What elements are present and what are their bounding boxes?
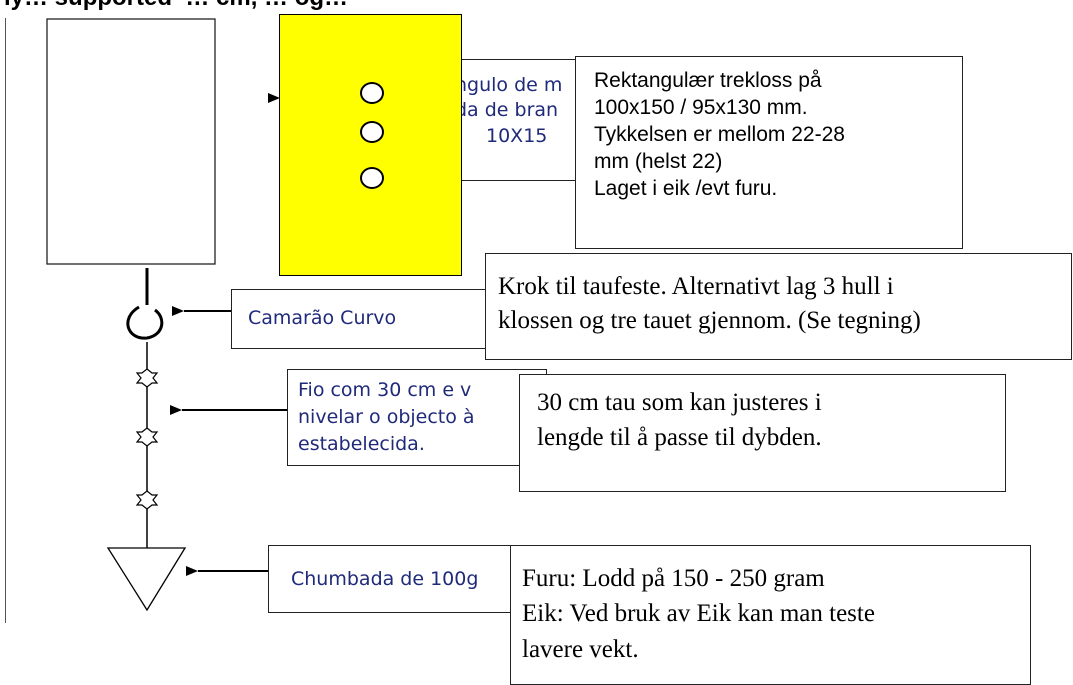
block-hole-1	[360, 82, 384, 104]
no-line-note	[519, 374, 1006, 492]
wood-block-shape	[46, 18, 216, 265]
no-weight-note-line-1: Furu: Lodd på 150 - 250 gram	[522, 565, 825, 592]
pt-block-label-line-1: ngulo de m	[455, 74, 563, 96]
no-weight-note	[510, 545, 1031, 685]
pt-hook-label-box	[231, 289, 491, 349]
no-block-note	[575, 56, 963, 249]
pt-line-label-box: Fio com 30 cm e v nivelar o objecto à es…	[287, 369, 547, 466]
no-block-note-line-3: Tykkelsen er mellom 22-28	[594, 123, 845, 146]
pt-weight-label-box: Chumbada de 100g	[268, 545, 518, 613]
weight-triangle	[106, 547, 187, 612]
pt-block-label-line-3: 10X15	[486, 125, 548, 147]
pt-line-label-line-3: estabelecida.	[298, 433, 425, 455]
no-line-note-line-2: lengde til å passe til dybden.	[537, 424, 822, 451]
pt-block-label-line-2: da de bran	[455, 99, 559, 121]
no-weight-note-line-2: Eik: Ved bruk av Eik kan man teste	[522, 600, 875, 627]
pt-block-label-box	[440, 59, 580, 181]
no-block-note-line-5: Laget i eik /evt furu.	[594, 177, 778, 200]
pt-weight-label: Chumbada de 100g	[291, 568, 479, 590]
pt-line-label-line-1: Fio com 30 cm e v	[298, 379, 472, 401]
pt-hook-label: Camarão Curvo	[248, 307, 397, 329]
chain-link-1	[135, 368, 159, 388]
no-block-note-line-2: 100x150 / 95x130 mm.	[594, 96, 808, 119]
no-hook-note	[485, 253, 1072, 360]
cut-title: ly… supported … cm, … og…	[4, 0, 348, 12]
no-block-note-line-4: mm (helst 22)	[594, 150, 723, 173]
no-hook-note-line-2: klossen og tre tauet gjennom. (Se tegnin…	[498, 307, 921, 334]
no-line-note-line-1: 30 cm tau som kan justeres i	[537, 389, 822, 416]
no-block-note-line-1: Rektangulær trekloss på	[594, 69, 822, 92]
no-hook-note-line-1: Krok til taufeste. Alternativt lag 3 hul…	[498, 273, 894, 300]
no-weight-note-line-3: lavere vekt.	[522, 636, 639, 663]
chain-link-2	[135, 427, 159, 447]
chain-link-3	[135, 490, 159, 510]
hook-shape	[126, 305, 164, 340]
block-hole-2	[360, 121, 384, 143]
yellow-block	[279, 14, 462, 276]
pt-line-label-line-2: nivelar o objecto à	[298, 406, 475, 428]
block-hole-3	[360, 167, 384, 189]
left-margin-line	[5, 18, 6, 623]
